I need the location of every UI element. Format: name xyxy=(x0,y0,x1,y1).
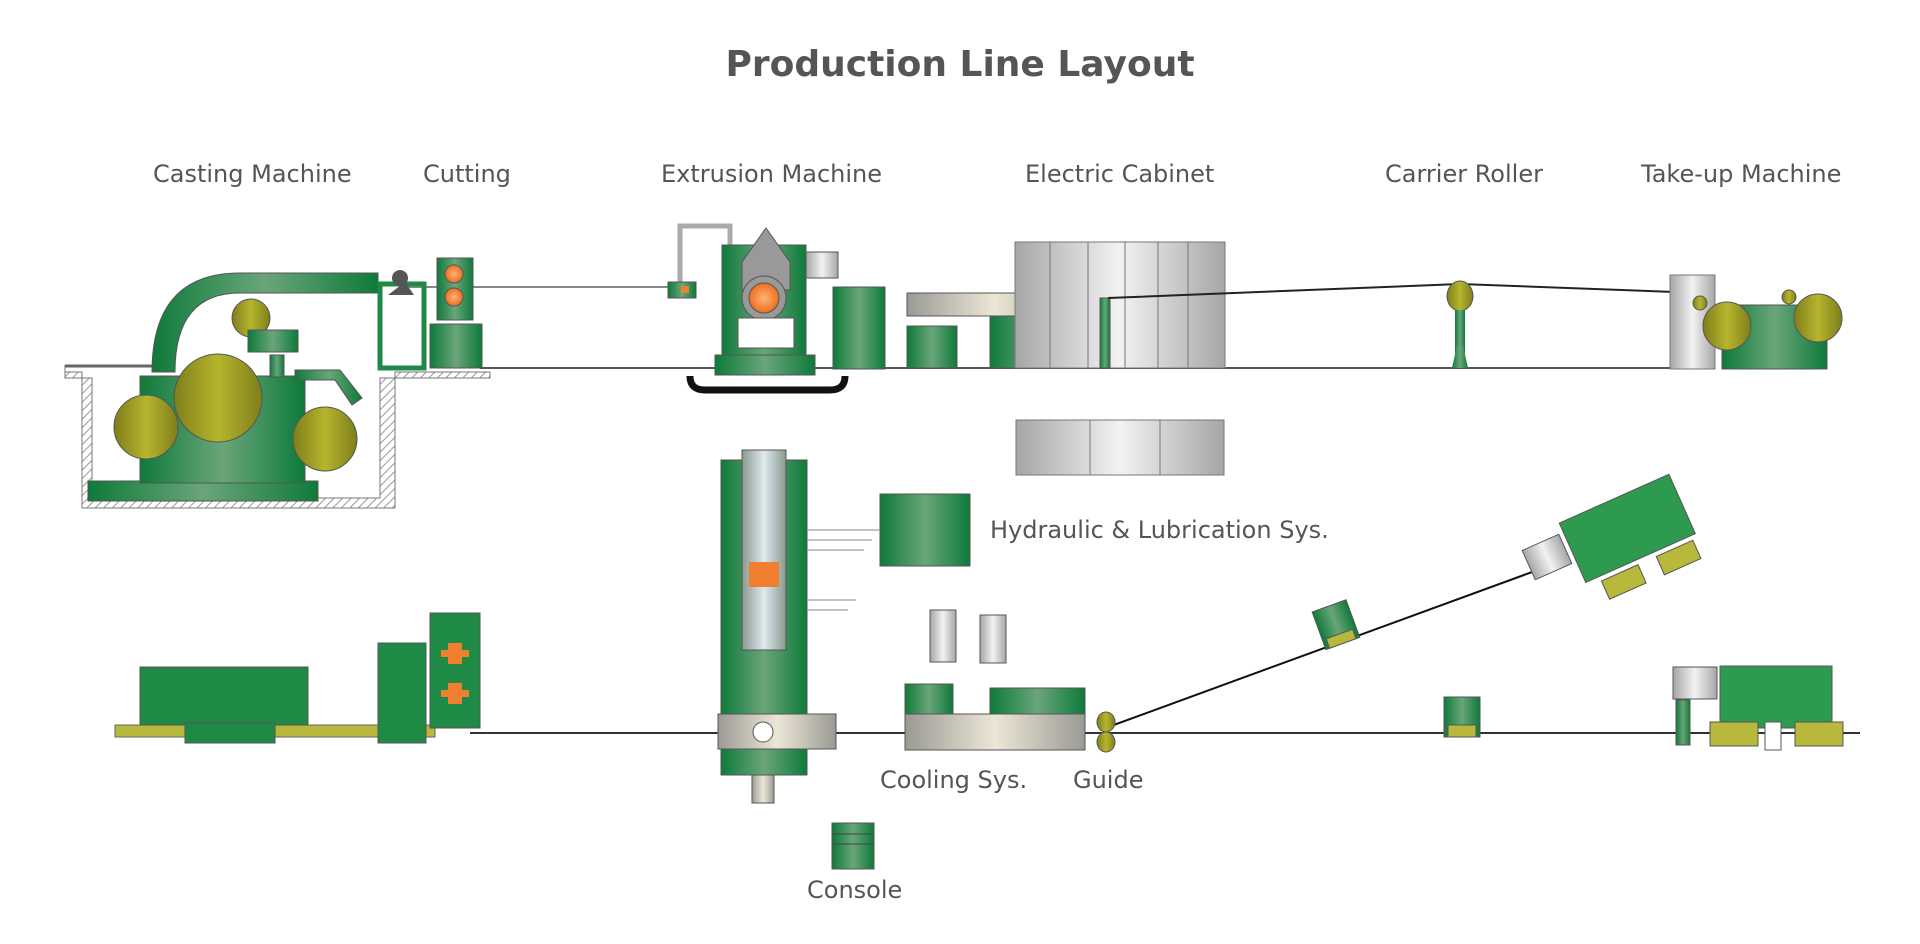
page-title: Production Line Layout xyxy=(725,44,1195,85)
electric-cabinet xyxy=(1014,241,1226,476)
label-carrier-roller: Carrier Roller xyxy=(1385,160,1543,188)
carrier-roller-angled xyxy=(1311,599,1361,651)
label-cutting: Cutting xyxy=(423,160,511,188)
label-guide: Guide xyxy=(1073,766,1144,794)
take-up-machine xyxy=(1669,274,1843,370)
extrusion-machine xyxy=(667,223,886,394)
label-extrusion-machine: Extrusion Machine xyxy=(661,160,883,188)
label-cooling-sys: Cooling Sys. xyxy=(880,766,1028,794)
extrusion-press xyxy=(717,449,837,804)
spooler-angled xyxy=(1521,473,1702,600)
casting-machine xyxy=(64,272,491,509)
guide-rollers xyxy=(1096,711,1116,753)
electric-cabinet-lower xyxy=(1015,419,1225,476)
rolling-mill xyxy=(114,612,481,744)
hydraulic-lubrication-system xyxy=(807,493,971,611)
carrier-roller xyxy=(1446,280,1474,368)
label-take-up-machine: Take-up Machine xyxy=(1641,160,1842,188)
cooling-system xyxy=(904,609,1086,751)
spooler-bottom xyxy=(1672,665,1844,751)
label-casting-machine: Casting Machine xyxy=(153,160,352,188)
label-electric-cabinet: Electric Cabinet xyxy=(1025,160,1215,188)
console xyxy=(831,822,875,870)
carrier-roller-bottom xyxy=(1443,696,1481,738)
label-console: Console xyxy=(807,876,903,904)
label-hydraulic-lubrication: Hydraulic & Lubrication Sys. xyxy=(990,516,1329,544)
cutting-unit xyxy=(377,257,483,371)
